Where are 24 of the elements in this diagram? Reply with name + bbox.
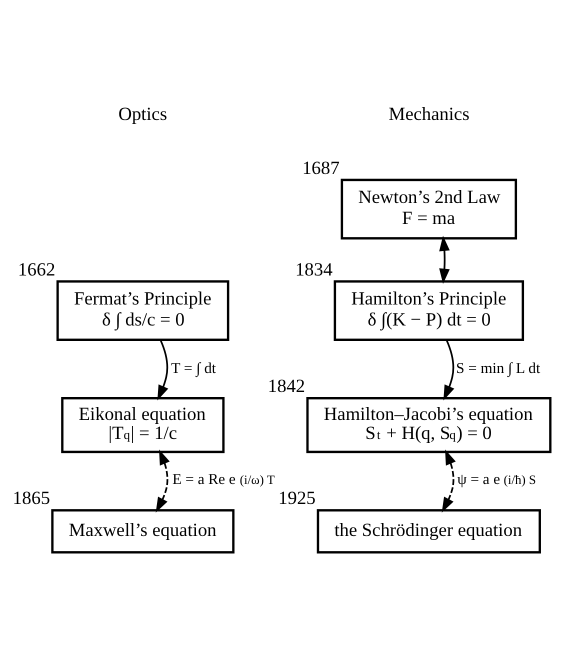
node-box: the Schrödinger equation xyxy=(316,509,541,554)
label: Mechanics xyxy=(388,104,470,126)
edge-label: E = a Re e(i/ω) T xyxy=(172,470,275,488)
arrow xyxy=(442,450,456,513)
node-label: 1925 xyxy=(278,488,316,510)
arrow xyxy=(156,450,170,513)
edge-label: T = ∫ dt xyxy=(171,360,216,377)
node-label: 1865 xyxy=(12,488,50,510)
node-label: 1687 xyxy=(302,158,340,179)
node-label: 1662 xyxy=(18,259,56,280)
arrow xyxy=(157,340,168,400)
arrow xyxy=(443,340,454,400)
node-box: Newton’s 2nd Law F = ma xyxy=(340,178,518,240)
edge-label: S = min ∫ L dt xyxy=(456,360,540,377)
node-label: 1834 xyxy=(295,259,333,280)
node-box: Hamilton–Jacobi’s equation St + H(q, Sq) = 0 xyxy=(306,397,552,454)
label: Optics xyxy=(118,104,168,126)
node-box: Eikonal equation |Tq| = 1/c xyxy=(61,397,225,454)
node-label: 1842 xyxy=(268,376,306,398)
arrow xyxy=(439,236,450,284)
node-box: Maxwell’s equation xyxy=(51,509,234,554)
node-box: Hamilton’s Principle δ ∫(K − P) dt = 0 xyxy=(334,280,524,342)
edge-label: ψ = a e(i/ħ) S xyxy=(457,470,536,488)
node-box: Fermat’s Principle δ ∫ ds/c = 0 xyxy=(56,280,230,342)
